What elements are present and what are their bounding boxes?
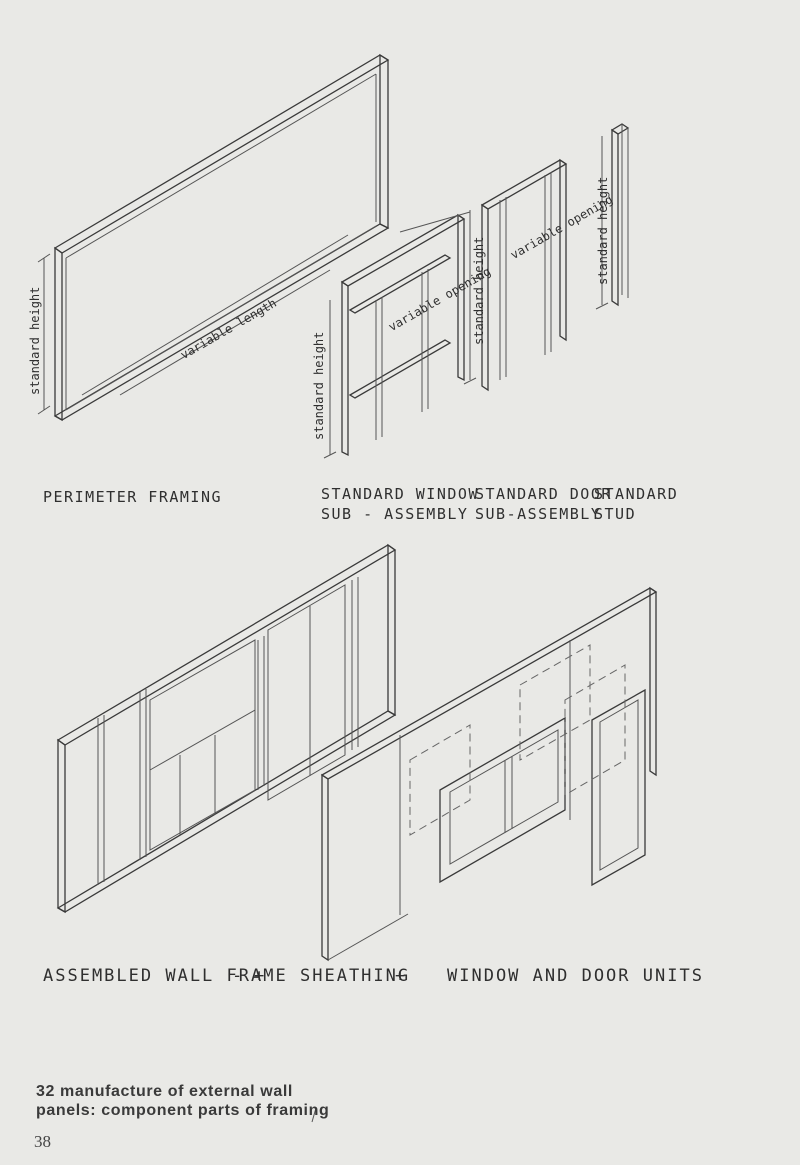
title-standard-door-2: SUB-ASSEMBLY xyxy=(475,505,602,523)
title-standard-door-1: STANDARD DOOR xyxy=(475,485,612,503)
title-window-door-units: WINDOW AND DOOR UNITS xyxy=(447,966,704,986)
sheathing-drawing xyxy=(320,586,658,962)
figure-caption: 32 manufacture of external wall panels: … xyxy=(36,1082,329,1120)
door-subassembly-drawing xyxy=(463,158,568,392)
page-number: 38 xyxy=(34,1132,51,1151)
label-door-height: standard height xyxy=(472,236,486,345)
standard-stud-drawing xyxy=(595,123,630,310)
window-subassembly-drawing xyxy=(323,211,471,459)
title-assembled-wall-frame: ASSEMBLED WALL FRAME xyxy=(43,966,288,986)
title-standard-stud-1: STANDARD xyxy=(594,485,679,503)
title-standard-window-1: STANDARD WINDOW xyxy=(321,485,479,503)
label-window-height: standard height xyxy=(312,331,326,440)
label-perimeter-height: standard height xyxy=(28,286,42,395)
pencil-mark xyxy=(311,1107,317,1123)
caption-line-2: panels: component parts of framing xyxy=(36,1102,330,1119)
title-standard-stud-2: STUD xyxy=(594,505,637,523)
dash-mark: - xyxy=(232,966,245,986)
title-sheathing: SHEATHING xyxy=(300,966,411,986)
figure-number: 32 xyxy=(36,1083,55,1100)
plus-sign-1: + xyxy=(254,966,267,986)
plus-sign-2: + xyxy=(395,966,408,986)
perimeter-framing-drawing xyxy=(37,53,390,422)
assembled-wall-frame-drawing xyxy=(56,543,397,914)
window-door-units-drawing xyxy=(409,644,646,887)
caption-line-1: manufacture of external wall xyxy=(60,1083,293,1100)
title-standard-window-2: SUB - ASSEMBLY xyxy=(321,505,469,523)
title-perimeter-framing: PERIMETER FRAMING xyxy=(43,488,223,506)
